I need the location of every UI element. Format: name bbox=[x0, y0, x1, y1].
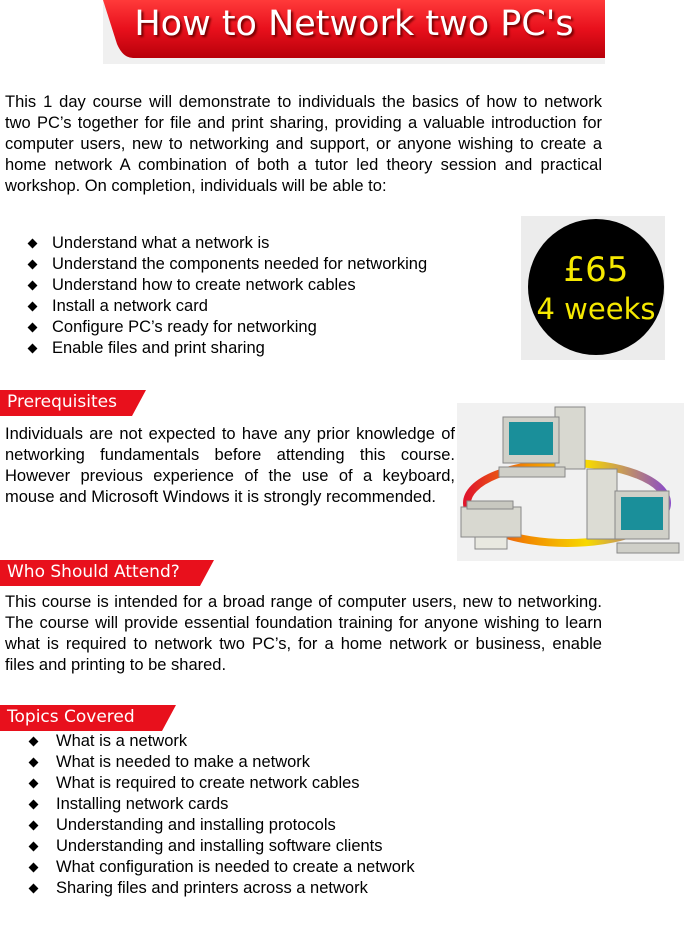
price-circle bbox=[528, 219, 664, 355]
topics-covered-heading-tab: Topics Covered bbox=[0, 705, 176, 731]
diamond-bullet-icon bbox=[27, 322, 38, 333]
prerequisites-heading-tab: Prerequisites bbox=[0, 390, 146, 416]
list-item: Installing network cards bbox=[28, 794, 415, 815]
diamond-bullet-icon bbox=[28, 778, 39, 789]
tab-shape bbox=[0, 560, 214, 586]
who-should-attend-heading: Who Should Attend? bbox=[7, 562, 180, 582]
page-title: How to Network two PC's bbox=[134, 4, 574, 44]
network-diagram-image bbox=[457, 403, 684, 561]
list-item: Understanding and installing protocols bbox=[28, 815, 415, 836]
diamond-bullet-icon bbox=[28, 799, 39, 810]
topics-list: What is a network What is needed to make… bbox=[28, 731, 415, 899]
list-item: Sharing files and printers across a netw… bbox=[28, 878, 415, 899]
diamond-bullet-icon bbox=[28, 757, 39, 768]
network-diagram-icon bbox=[460, 406, 680, 554]
list-item: What is a network bbox=[28, 731, 415, 752]
diamond-bullet-icon bbox=[28, 862, 39, 873]
diamond-bullet-icon bbox=[28, 883, 39, 894]
outcomes-list: Understand what a network is Understand … bbox=[27, 233, 427, 359]
list-item: Understand how to create network cables bbox=[27, 275, 427, 296]
list-item: Configure PC’s ready for networking bbox=[27, 317, 427, 338]
list-item: Install a network card bbox=[27, 296, 427, 317]
diamond-bullet-icon bbox=[28, 841, 39, 852]
diamond-bullet-icon bbox=[27, 238, 38, 249]
who-should-attend-paragraph: This course is intended for a broad rang… bbox=[5, 593, 602, 674]
course-duration: 4 weeks bbox=[536, 292, 656, 326]
list-item: What configuration is needed to create a… bbox=[28, 857, 415, 878]
list-item: Understand the components needed for net… bbox=[27, 254, 427, 275]
list-item: Understand what a network is bbox=[27, 233, 427, 254]
list-item: What is required to create network cable… bbox=[28, 773, 415, 794]
diamond-bullet-icon bbox=[28, 736, 39, 747]
diamond-bullet-icon bbox=[27, 343, 38, 354]
price-badge: £65 4 weeks bbox=[521, 216, 665, 360]
intro-paragraph: This 1 day course will demonstrate to in… bbox=[5, 93, 602, 195]
diamond-bullet-icon bbox=[28, 820, 39, 831]
who-should-attend-heading-tab: Who Should Attend? bbox=[0, 560, 214, 586]
list-item: What is needed to make a network bbox=[28, 752, 415, 773]
price-value: £65 bbox=[563, 250, 629, 290]
list-item: Understanding and installing software cl… bbox=[28, 836, 415, 857]
diamond-bullet-icon bbox=[27, 301, 38, 312]
prerequisites-paragraph: Individuals are not expected to have any… bbox=[5, 425, 455, 506]
tab-shape bbox=[0, 705, 176, 731]
banner-shape bbox=[103, 0, 605, 58]
prerequisites-heading: Prerequisites bbox=[7, 392, 117, 412]
list-item: Enable files and print sharing bbox=[27, 338, 427, 359]
diamond-bullet-icon bbox=[27, 259, 38, 270]
topics-covered-heading: Topics Covered bbox=[7, 707, 135, 727]
tab-shape bbox=[0, 390, 146, 416]
diamond-bullet-icon bbox=[27, 280, 38, 291]
title-banner: How to Network two PC's bbox=[103, 0, 605, 64]
